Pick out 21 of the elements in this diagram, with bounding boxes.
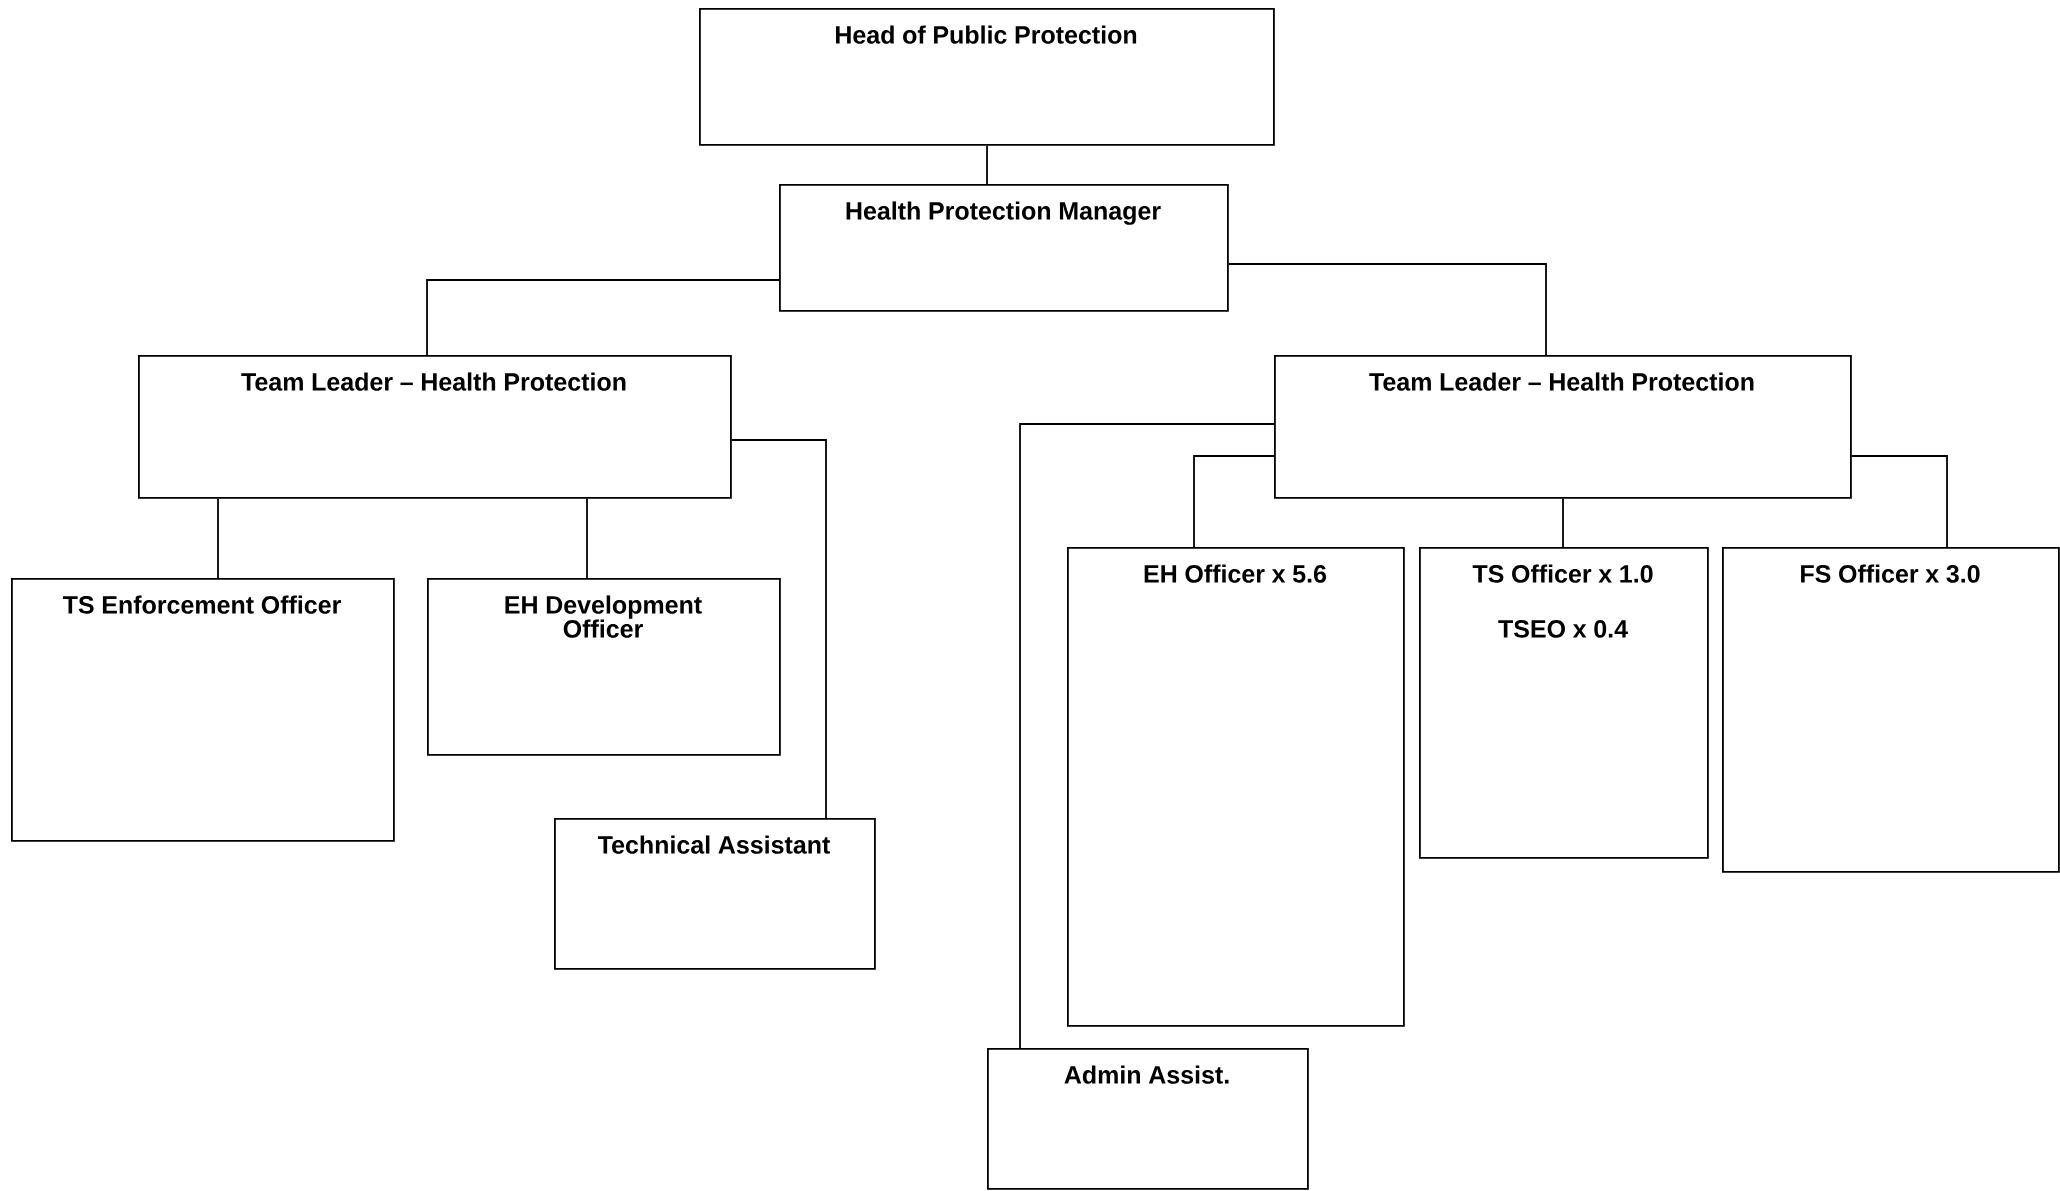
org-box: Health Protection Manager bbox=[779, 184, 1229, 312]
org-box: Head of Public Protection bbox=[699, 8, 1275, 146]
connector-line bbox=[586, 497, 588, 579]
connector-line bbox=[426, 279, 780, 356]
org-box: Team Leader – Health Protection bbox=[1274, 355, 1852, 499]
org-box: EH Development Officer bbox=[427, 578, 781, 756]
org-box: Team Leader – Health Protection bbox=[138, 355, 732, 499]
connector-line bbox=[217, 497, 219, 579]
org-box: Technical Assistant bbox=[554, 818, 876, 970]
connector-line bbox=[1850, 455, 1948, 548]
connector-line bbox=[730, 439, 827, 819]
connector-line bbox=[1227, 263, 1547, 356]
connector-line bbox=[986, 144, 988, 185]
org-box: EH Officer x 5.6 bbox=[1067, 547, 1405, 1027]
org-box: TS Officer x 1.0 TSEO x 0.4 bbox=[1419, 547, 1709, 859]
org-box: FS Officer x 3.0 bbox=[1722, 547, 2060, 873]
connector-line bbox=[1562, 497, 1564, 548]
connector-line bbox=[1019, 423, 1275, 1049]
org-box: TS Enforcement Officer bbox=[11, 578, 395, 842]
org-box: Admin Assist. bbox=[987, 1048, 1309, 1190]
connector-line bbox=[1193, 455, 1275, 548]
